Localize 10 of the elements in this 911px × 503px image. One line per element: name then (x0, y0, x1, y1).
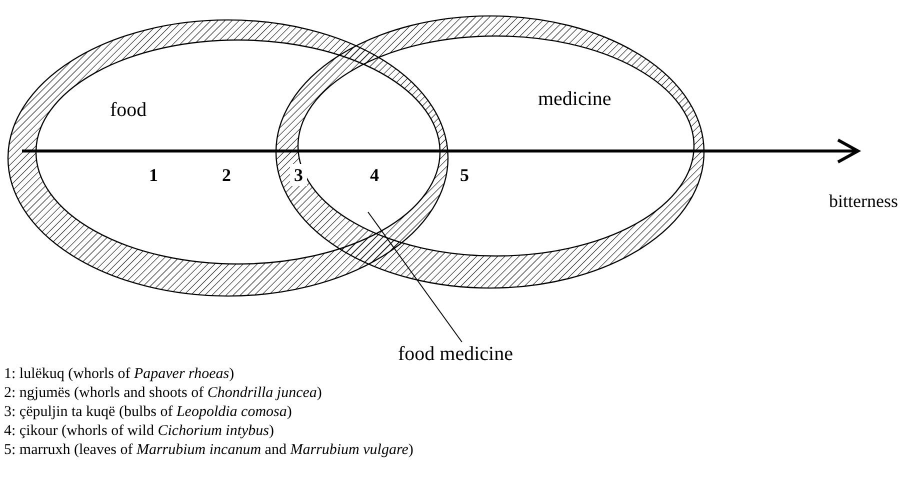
legend-note: 2: ngjumës (whorls and shoots of Chondrilla juncea) (4, 386, 322, 401)
set-label: medicine (538, 89, 612, 109)
legend-note: 5: marruxh (leaves of Marrubium incanum and Marrubium vulgare) (4, 443, 414, 458)
legend-note: 1: lulëkuq (whorls of Papaver rhoeas) (4, 367, 234, 382)
set-label: food medicine (398, 344, 513, 364)
legend-note: 3: çëpuljin ta kuqë (bulbs of Leopoldia comosa) (4, 405, 292, 420)
set-label: food (110, 100, 147, 120)
callout-number: 3 (290, 164, 307, 186)
legend-note: 4: çikour (whorls of wild Cichorium intybus) (4, 424, 274, 439)
axis-label: bitterness (829, 192, 898, 210)
